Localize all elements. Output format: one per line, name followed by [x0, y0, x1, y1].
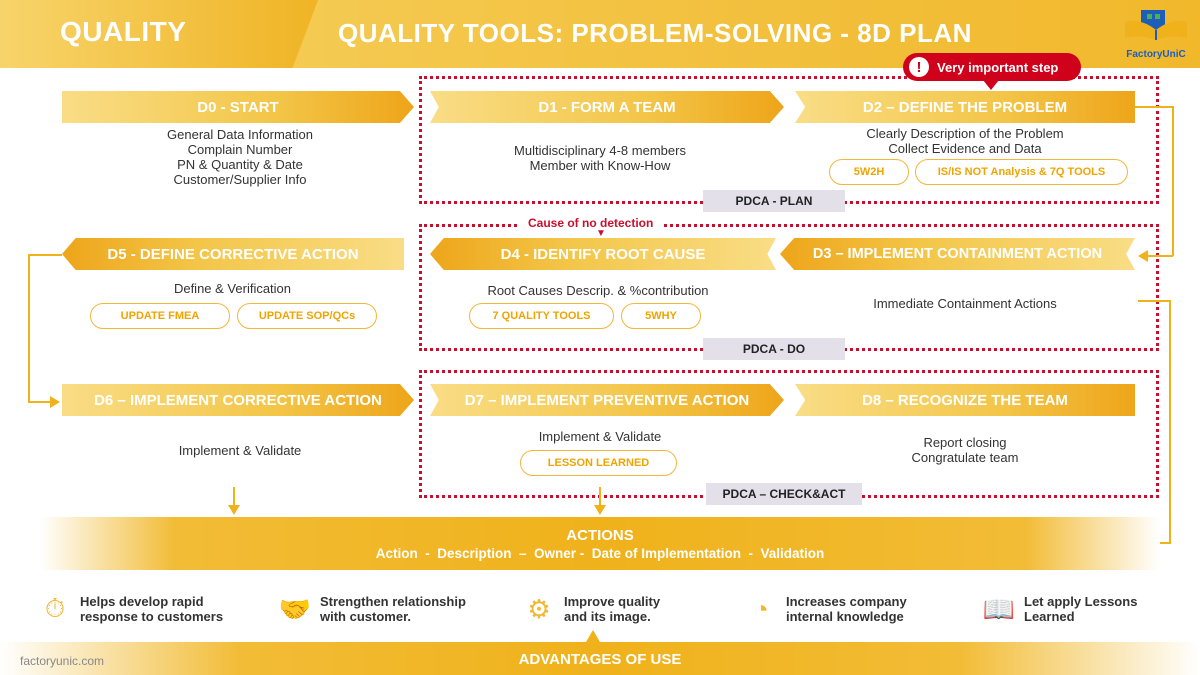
- advantage-text: response to customers: [80, 609, 224, 624]
- actions-band: ACTIONS Action - Description – Owner - D…: [40, 517, 1160, 570]
- d2-line: Clearly Description of the Problem: [866, 126, 1064, 141]
- d5-description: Define & Verification: [173, 281, 292, 296]
- pdca-do-label: PDCA - DO: [703, 338, 845, 360]
- exclamation-icon: !: [909, 57, 929, 77]
- site-url[interactable]: factoryunic.com: [20, 654, 105, 668]
- step-d8: D8 – RECOGNIZE THE TEAM: [795, 384, 1135, 416]
- connector-d3-actions: [1150, 542, 1171, 544]
- reader-icon: 📖: [982, 593, 1016, 624]
- advantage-text: Learned: [1024, 609, 1075, 624]
- step-d0: D0 - START: [62, 91, 414, 123]
- important-step-callout: ! Very important step: [903, 53, 1081, 81]
- step-d5: D5 - DEFINE CORRECTIVE ACTION: [62, 238, 404, 270]
- d2-line: Collect Evidence and Data: [888, 141, 1042, 156]
- d1-line: Member with Know-How: [529, 158, 671, 173]
- connector-d3-actions: [1138, 300, 1170, 302]
- d6-description: Implement & Validate: [178, 443, 302, 458]
- knowledge-icon: ◔: [753, 593, 769, 624]
- d1-line: Multidisciplinary 4-8 members: [514, 143, 686, 158]
- handshake-icon: 🤝: [278, 593, 312, 624]
- advantage-text: Improve quality: [564, 594, 661, 609]
- footer-pointer: [586, 630, 600, 642]
- no-detection-label: Cause of no detection: [520, 216, 662, 230]
- step-d7: D7 – IMPLEMENT PREVENTIVE ACTION: [430, 384, 784, 416]
- header-left-panel: [0, 0, 318, 68]
- advantage-text: Let apply Lessons: [1024, 594, 1138, 609]
- tool-is-is-not: IS/IS NOT Analysis & 7Q TOOLS: [915, 159, 1128, 185]
- logo-text: FactoryUniC: [1126, 49, 1186, 60]
- tool-update-fmea: UPDATE FMEA: [90, 303, 230, 329]
- arrow-head: [50, 396, 60, 408]
- book-logo-icon: [1125, 10, 1187, 40]
- tool-5why: 5WHY: [621, 303, 701, 329]
- tool-update-sop: UPDATE SOP/QCs: [237, 303, 377, 329]
- connector-d5-d6: [28, 401, 50, 403]
- connector-d2-d3: [1135, 106, 1173, 108]
- logo: FactoryUniC: [1118, 8, 1194, 60]
- advantage-text: Helps develop rapid: [80, 594, 204, 609]
- d8-line: Congratulate team: [911, 450, 1019, 465]
- d4-description: Root Causes Descrip. & %contribution: [487, 283, 709, 298]
- step-d6: D6 – IMPLEMENT CORRECTIVE ACTION: [62, 384, 414, 416]
- step-d3: D3 – IMPLEMENT CONTAINMENT ACTION: [780, 238, 1135, 270]
- pdca-check-act-label: PDCA – CHECK&ACT: [706, 483, 862, 505]
- d0-description: General Data Information Complain Number…: [100, 127, 380, 187]
- tool-lesson-learned: LESSON LEARNED: [520, 450, 677, 476]
- actions-fields: Action - Description – Owner - Date of I…: [375, 546, 825, 561]
- advantages-label: ADVANTAGES OF USE: [518, 651, 682, 668]
- d8-line: Report closing: [923, 435, 1007, 450]
- connector-d3-actions: [1169, 300, 1171, 543]
- d0-line: Complain Number: [187, 142, 293, 157]
- gear-wrench-icon: ⚙: [527, 593, 551, 624]
- advantage-text: and its image.: [564, 609, 651, 624]
- page-title: QUALITY TOOLS: PROBLEM-SOLVING - 8D PLAN: [338, 18, 972, 48]
- connector-d5-d6: [28, 254, 30, 402]
- connector-d6-actions: [233, 487, 235, 507]
- connector-d2-d3: [1172, 106, 1174, 256]
- arrow-head: [228, 505, 240, 515]
- d3-description: Immediate Containment Actions: [873, 296, 1057, 311]
- step-d1: D1 - FORM A TEAM: [430, 91, 784, 123]
- d1-description: Multidisciplinary 4-8 members Member wit…: [460, 143, 740, 173]
- advantage-text: internal knowledge: [786, 609, 904, 624]
- advantage-text: with customer.: [320, 609, 412, 624]
- d0-line: PN & Quantity & Date: [177, 157, 303, 172]
- step-d2: D2 – DEFINE THE PROBLEM: [795, 91, 1135, 123]
- d7-description: Implement & Validate: [538, 429, 662, 444]
- step-d4: D4 - IDENTIFY ROOT CAUSE: [430, 238, 776, 270]
- advantage-text: Strengthen relationship: [320, 594, 466, 609]
- callout-pointer: [983, 80, 999, 90]
- d0-line: General Data Information: [167, 127, 313, 142]
- connector-d7-actions: [599, 487, 601, 507]
- actions-title: ACTIONS: [566, 527, 634, 544]
- down-arrow-icon: ▼: [596, 228, 606, 239]
- pdca-plan-label: PDCA - PLAN: [703, 190, 845, 212]
- section-title: QUALITY: [60, 16, 187, 47]
- footer-bar: [0, 642, 1200, 675]
- advantage-text: Increases company: [786, 594, 907, 609]
- d8-description: Report closing Congratulate team: [820, 435, 1110, 465]
- arrow-head: [1138, 250, 1148, 262]
- d2-description: Clearly Description of the Problem Colle…: [820, 126, 1110, 156]
- tool-5w2h: 5W2H: [829, 159, 909, 185]
- tool-7-quality-tools: 7 QUALITY TOOLS: [469, 303, 614, 329]
- d0-line: Customer/Supplier Info: [173, 172, 307, 187]
- arrow-head: [594, 505, 606, 515]
- connector-d5-d6: [28, 254, 62, 256]
- connector-d2-d3: [1148, 255, 1173, 257]
- important-step-label: Very important step: [937, 59, 1059, 75]
- stopwatch-icon: ⏱: [44, 593, 66, 623]
